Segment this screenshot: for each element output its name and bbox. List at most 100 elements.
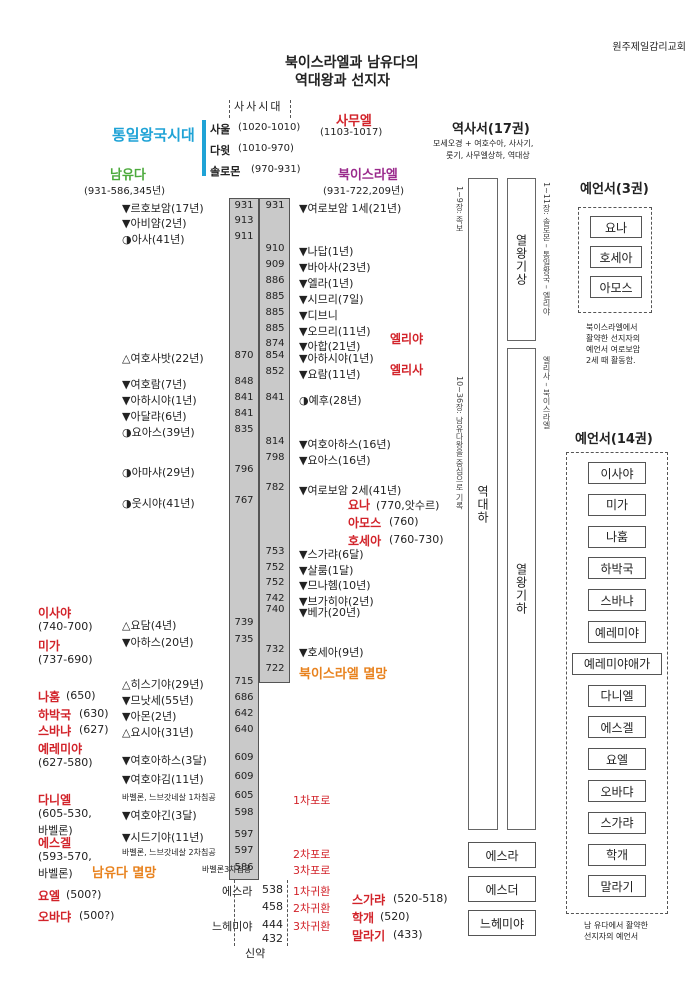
book-chronicles-2-label: 역대하 (475, 484, 490, 524)
book-kings-1-label: 열왕기상 (514, 233, 528, 286)
south-king-year: 841 (234, 392, 254, 403)
south-king-label: △요시아(31년) (122, 726, 194, 739)
prophet-book: 요엘 (588, 748, 646, 771)
north-king-year: 910 (265, 243, 285, 254)
south-timeline-column (229, 198, 259, 880)
judges-right-dash (290, 100, 291, 118)
prophet-book: 이사야 (588, 462, 646, 484)
south-prophet-years: (605-530, (38, 807, 92, 820)
prophets3-note-line: 북이스라엘에서 (586, 323, 638, 332)
history-sub-2: 룻기, 사무엘상하, 역대상 (446, 151, 530, 160)
book-kings-2: 열왕기하 (507, 348, 536, 830)
united-king-years: (970-931) (251, 164, 301, 175)
north-king-year: 752 (265, 577, 285, 588)
south-prophet-name: 요엘 (38, 889, 61, 903)
prophet-book: 하박국 (588, 557, 646, 580)
north-king-label: ◑예후(28년) (299, 394, 362, 407)
samuel-years: (1103-1017) (320, 127, 383, 138)
north-prophet-name: 아모스 (348, 516, 382, 530)
captivity-label: 2차포로 (293, 848, 331, 861)
south-king-label: ▼므낫세(55년) (122, 694, 194, 707)
north-king-year: 740 (265, 604, 285, 615)
united-king-years: (1010-970) (238, 143, 294, 154)
south-king-year: 715 (234, 676, 254, 687)
south-king-year: 767 (234, 495, 254, 506)
south-king-label: ◑요아스(39년) (122, 426, 195, 439)
south-king-label: ▼아하시야(1년) (122, 394, 197, 407)
united-king-name: 솔로몬 (210, 165, 241, 178)
south-king-label: 바벨론, 느브갓네살 1차침공 (122, 793, 216, 802)
south-king-year: 597 (234, 829, 254, 840)
south-king-label: ▼여호야김(11년) (122, 773, 204, 786)
north-king-year: 885 (265, 291, 285, 302)
south-king-label: ▼르호보암(17년) (122, 202, 204, 215)
north-king-year: 841 (265, 392, 285, 403)
page-title-line1: 북이스라엘과 남유다의 (285, 55, 419, 71)
history-books-title: 역사서(17권) (452, 122, 530, 137)
south-prophet-years-2: 바벨론) (38, 824, 73, 837)
north-king-year: 852 (265, 366, 285, 377)
south-judah-label: 남유다 (110, 168, 146, 183)
north-king-year: 722 (265, 663, 285, 674)
south-prophet-years: (630) (79, 707, 109, 720)
north-prophet-name: 요나 (348, 498, 371, 512)
south-prophet-name: 미가 (38, 639, 61, 653)
south-king-label: ▼여호아하스(3달) (122, 754, 207, 767)
united-king-name: 사울 (210, 123, 231, 136)
return-year: 538 (262, 883, 283, 896)
history-book: 에스더 (468, 876, 536, 902)
south-prophet-name: 다니엘 (38, 793, 72, 807)
return-year: 432 (262, 932, 283, 945)
prophet-book: 예레미야애가 (572, 652, 662, 675)
north-king-label: ▼나답(1년) (299, 245, 354, 258)
south-king-year: 640 (234, 724, 254, 735)
kings-note-top: 1~11장: 솔로몬 – 통일왕국 – 엘리야 (542, 182, 551, 316)
north-king-year: 885 (265, 307, 285, 318)
prophet-book: 말라기 (588, 875, 646, 898)
north-king-year: 753 (265, 546, 285, 557)
post-prophet-name: 학개 (352, 911, 375, 925)
united-king-name: 다윗 (210, 144, 231, 157)
south-king-year: 931 (234, 200, 254, 211)
south-fall-label: 남유다 멸망 (92, 866, 157, 881)
north-king-label: ▼요아스(16년) (299, 454, 371, 467)
south-prophet-name: 스바냐 (38, 724, 72, 738)
north-israel-label: 북이스라엘 (338, 168, 398, 183)
north-king-label: ▼바아사(23년) (299, 261, 371, 274)
united-kingdom-bar (202, 120, 206, 176)
prophet-book: 스가랴 (588, 811, 646, 834)
north-king-label: ▼아하시야(1년) (299, 352, 374, 365)
book-kings-1: 열왕기상 (507, 178, 536, 341)
south-king-year: 597 (234, 845, 254, 856)
prophet-book: 다니엘 (588, 684, 646, 707)
north-prophet-name: 엘리야 (390, 332, 424, 346)
captivity-label: 1차포로 (293, 794, 331, 807)
south-king-label: ▼여호야긴(3달) (122, 809, 197, 822)
united-kingdom-label: 통일왕국시대 (112, 126, 195, 144)
chronicles-note-bottom: 10~36장: 남유다왕을 중심으로 기록 (455, 376, 464, 510)
south-prophet-years: (627) (79, 723, 109, 736)
north-king-year: 931 (265, 200, 285, 211)
south-king-label: ◑아사(41년) (122, 233, 185, 246)
south-king-label: ▼아하스(20년) (122, 636, 194, 649)
north-king-label: ▼호세아(9년) (299, 646, 364, 659)
north-king-year: 742 (265, 593, 285, 604)
south-king-year: 598 (234, 807, 254, 818)
prophets14-note-line: 선지자의 예언서 (584, 932, 639, 941)
south-king-year: 870 (234, 350, 254, 361)
prophet-book: 스바냐 (588, 589, 646, 612)
new-testament-label: 신약 (245, 947, 266, 960)
south-prophet-name: 에스겔 (38, 836, 72, 850)
book-kings-2-label: 열왕기하 (514, 563, 528, 615)
history-sub-1: 모세오경 + 여호수아, 사사기, (433, 139, 534, 148)
north-king-year: 732 (265, 644, 285, 655)
prophet-book: 아모스 (590, 276, 642, 298)
north-king-year: 854 (265, 350, 285, 361)
south-prophet-name: 오바댜 (38, 910, 72, 924)
page-title-line2: 역대왕과 선지자 (295, 73, 391, 89)
south-king-year: 848 (234, 376, 254, 387)
south-king-label: ▼여호람(7년) (122, 378, 187, 391)
north-king-year: 885 (265, 323, 285, 334)
north-king-year: 886 (265, 275, 285, 286)
south-king-label: ▼아몬(2년) (122, 710, 177, 723)
